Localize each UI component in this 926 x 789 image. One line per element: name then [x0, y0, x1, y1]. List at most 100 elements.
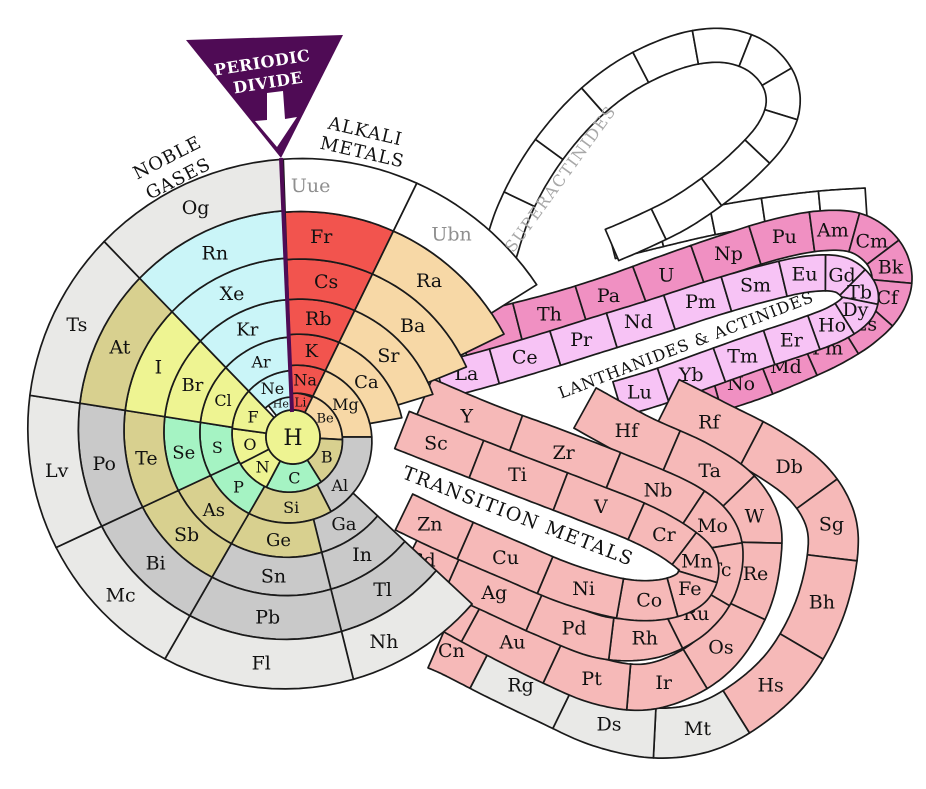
element-symbol-Rh: Rh	[631, 628, 658, 650]
element-symbol-Fe: Fe	[678, 578, 701, 600]
element-symbol-Tb: Tb	[847, 281, 872, 303]
element-symbol-Sc: Sc	[424, 432, 448, 454]
element-symbol-Lv: Lv	[45, 460, 69, 482]
element-symbol-I: I	[155, 357, 163, 379]
element-symbol-W: W	[745, 506, 765, 528]
element-symbol-Ts: Ts	[66, 314, 87, 336]
element-symbol-Mg: Mg	[332, 395, 359, 414]
element-symbol-Ubn: Ubn	[431, 224, 471, 246]
element-symbol-Pb: Pb	[255, 606, 280, 628]
element-symbol-Fr: Fr	[310, 226, 333, 248]
element-symbol-Te: Te	[135, 447, 157, 469]
element-symbol-At: At	[108, 337, 130, 359]
periodic-divide-line	[279, 157, 294, 413]
element-symbol-Pt: Pt	[581, 668, 602, 690]
element-symbol-Eu: Eu	[792, 263, 818, 285]
element-symbol-Bi: Bi	[146, 553, 166, 575]
element-symbol-Nd: Nd	[624, 311, 653, 333]
element-symbol-Ga: Ga	[331, 514, 356, 535]
element-symbol-Cf: Cf	[876, 287, 900, 309]
element-symbol-Dy: Dy	[842, 299, 868, 321]
element-symbol-V: V	[593, 496, 608, 518]
element-symbol-Br: Br	[181, 375, 203, 396]
element-symbol-Ag: Ag	[480, 582, 507, 604]
element-symbol-Pr: Pr	[570, 329, 593, 351]
element-symbol-Re: Re	[743, 563, 769, 585]
element-symbol-Be: Be	[316, 412, 334, 427]
element-symbol-Ge: Ge	[266, 530, 291, 551]
cell-Mn	[671, 531, 720, 584]
element-symbol-Li: Li	[294, 395, 306, 409]
element-symbol-Sb: Sb	[174, 524, 199, 546]
element-symbol-C: C	[288, 469, 300, 488]
element-symbol-Cl: Cl	[214, 391, 231, 410]
element-symbol-Ta: Ta	[698, 460, 721, 482]
element-symbol-Nb: Nb	[644, 480, 673, 502]
element-symbol-Y: Y	[459, 405, 473, 427]
element-symbol-B: B	[321, 447, 333, 466]
element-symbol-Hs: Hs	[757, 675, 783, 697]
element-symbol-Os: Os	[708, 636, 733, 658]
element-symbol-Uue: Uue	[291, 175, 331, 197]
element-symbol-Mo: Mo	[697, 515, 728, 537]
element-symbol-Na: Na	[293, 370, 317, 389]
element-symbol-K: K	[305, 341, 319, 362]
element-symbol-Ne: Ne	[261, 379, 284, 398]
cell-Ubn	[392, 182, 538, 314]
element-symbol-Rg: Rg	[507, 675, 533, 697]
element-symbol-Rn: Rn	[202, 242, 229, 264]
element-symbol-Gd: Gd	[828, 264, 855, 286]
element-symbol-Au: Au	[499, 632, 526, 654]
element-symbol-Al: Al	[330, 476, 348, 495]
element-symbol-Ca: Ca	[354, 372, 379, 393]
element-symbol-Cs: Cs	[314, 271, 338, 293]
element-symbol-As: As	[202, 500, 225, 521]
element-symbol-Yb: Yb	[678, 364, 704, 386]
element-symbol-F: F	[248, 407, 259, 426]
element-symbol-Cr: Cr	[652, 524, 677, 546]
element-symbol-Ar: Ar	[250, 352, 271, 371]
element-symbol-Sn: Sn	[261, 565, 286, 587]
element-symbol-Lu: Lu	[627, 382, 652, 404]
element-symbol-Fl: Fl	[252, 653, 271, 675]
element-symbol-Cm: Cm	[856, 230, 889, 252]
element-symbol-Cu: Cu	[492, 547, 519, 569]
element-symbol-Pd: Pd	[562, 617, 587, 639]
element-symbol-U: U	[658, 264, 674, 286]
element-symbol-Sr: Sr	[377, 345, 400, 367]
element-symbol-Ba: Ba	[400, 315, 425, 337]
element-symbol-N: N	[256, 457, 270, 476]
element-symbol-Zn: Zn	[417, 514, 442, 536]
element-symbol-Am: Am	[816, 219, 849, 241]
element-symbol-Bk: Bk	[878, 257, 904, 279]
element-symbol-Mn: Mn	[681, 550, 713, 572]
element-symbol-Se: Se	[172, 443, 195, 464]
element-symbol-Ds: Ds	[597, 713, 622, 735]
element-symbol-Rf: Rf	[698, 411, 721, 433]
element-symbol-Ra: Ra	[416, 270, 442, 292]
element-symbol-Si: Si	[283, 498, 299, 517]
element-symbol-Sg: Sg	[819, 513, 844, 535]
cell-superactinide-loop-11	[604, 208, 667, 262]
element-symbol-Er: Er	[780, 329, 804, 351]
element-symbol-Kr: Kr	[236, 320, 258, 341]
down-arrow-icon	[255, 91, 297, 147]
element-symbol-Ho: Ho	[818, 314, 846, 336]
element-symbol-Ti: Ti	[508, 464, 527, 486]
periodic-divide-triangle	[186, 35, 343, 158]
cell-Zn	[394, 493, 475, 560]
element-symbol-Ce: Ce	[512, 346, 538, 368]
element-symbol-Np: Np	[714, 243, 743, 265]
element-symbol-Db: Db	[776, 456, 803, 478]
element-symbol-Po: Po	[92, 453, 115, 475]
element-symbol-Nh: Nh	[370, 631, 399, 653]
element-symbol-Tl: Tl	[373, 579, 392, 601]
element-symbol-O: O	[243, 435, 256, 454]
element-symbol-Rb: Rb	[305, 308, 331, 330]
element-symbol-Bh: Bh	[809, 591, 835, 613]
element-symbol-Pu: Pu	[772, 226, 797, 248]
element-symbol-Co: Co	[636, 590, 662, 612]
element-symbol-Ir: Ir	[655, 672, 673, 694]
element-symbol-S: S	[212, 438, 223, 457]
